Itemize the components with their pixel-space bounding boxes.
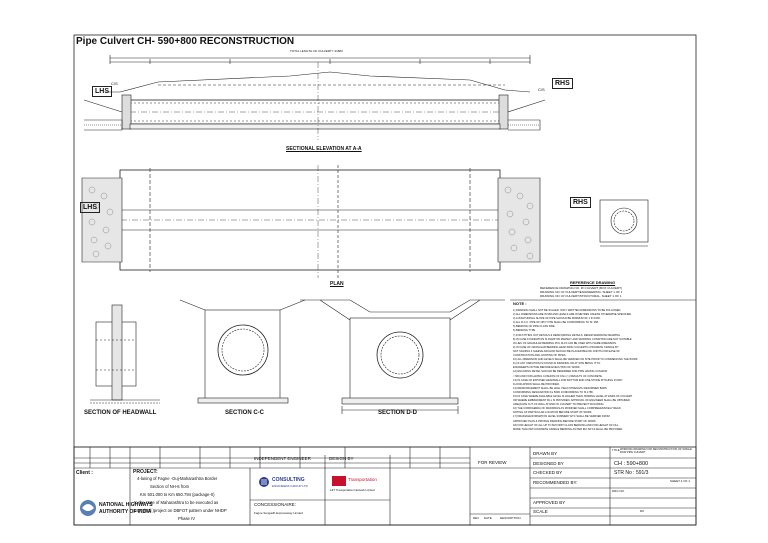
section-dd	[300, 299, 505, 414]
drawing-no-label: DRG NO.	[612, 489, 625, 493]
note-line: FLOOR APRON SHALL BE PROVIDED.	[513, 382, 560, 386]
note-line: 16) THE CORRIGENDA OF DRAWINGS AS MODIFI…	[513, 407, 621, 411]
rev-label: REV	[473, 516, 480, 520]
note-line: 14) REINFORCEMENT SHALL BE HIGH YIELD ST…	[513, 386, 607, 390]
client-name-2: AUTHORITY OF INDIA	[99, 509, 152, 515]
client-label: Client :	[76, 470, 93, 476]
note-line: APPROVED PLAN & PROFILE DRAWING BEFORE S…	[513, 419, 597, 423]
rev-date-label: DATE	[484, 516, 492, 520]
drawn-by-label: DRAWN BY	[533, 451, 558, 456]
note-line: ENGINEER'S NOTICE BEFORE EXECUTION OF WO…	[513, 366, 581, 370]
note-line: OR WHERE EMBANKMENT FILL IS PROVIDED, AP…	[513, 399, 630, 403]
note-line: 10) ALL DIMENSION AND LEVELS SHALL BE VE…	[513, 358, 639, 362]
section-dd-title: SECTION D-D	[378, 410, 417, 416]
checked-by-label: CHECKED BY	[533, 470, 563, 475]
sectional-elevation	[83, 55, 546, 140]
note-line: NOTING OF PARTICULAR LOCATION BEFORE STA…	[513, 411, 593, 415]
concessionaire-label: CONCESSIONAIRE:	[254, 502, 297, 507]
scale-label: SCALE	[533, 509, 548, 514]
title-block-lines	[73, 446, 697, 526]
consultant-name: CONSULTING	[272, 477, 305, 483]
note-line: 5) BEDDING OF PIPE CLASS FIRE.	[513, 325, 556, 329]
note-line: 6) BEDDING TYPE	[513, 329, 536, 333]
transport-logo	[332, 476, 346, 486]
note-line: 9) IN CASE OF GRANULAR BEDDING HEAD RING…	[513, 345, 619, 349]
rhs-label-plan: RHS	[570, 197, 591, 208]
note-line: IN LIEU OF GRANULAR BEDDING PCC M-15 CAN…	[513, 341, 617, 345]
note-line: CONFORMING DESIGNATION Fe 500D CONFORMIN…	[513, 390, 594, 394]
elevation-section-title: SECTIONAL ELEVATION AT A-A	[286, 146, 362, 152]
project-line: 4-laning of Fagne -Guj-Maharashtra Borde…	[137, 476, 218, 481]
lhs-label-plan: LHS	[80, 202, 100, 213]
title-value: WORKING DRAWING FOR RECONSTRUCTION OF SI…	[620, 448, 692, 454]
notes-list: 1) DRAWING SHALL NOT BE SCALED. ONLY WRI…	[513, 309, 693, 432]
notes-title: NOTE :	[513, 301, 527, 306]
note-line: NOT SIGNING 4 SLEEVE ANCHOR SHOULD BE PL…	[513, 349, 620, 353]
note-line: 3) LONGITUDINAL SLOPE OF PIPE SHOULD BE …	[513, 317, 601, 321]
client-name-1: NATIONAL HIGHWAYS	[99, 502, 153, 508]
note-line: 2) ALL DIMENSIONS ARE IN MM AND LEVELS A…	[513, 313, 632, 317]
rev-desc-label: DESCRIPTION	[500, 516, 521, 520]
note-line: 17) DRAINAGE/FORMATION LEVEL SUMMERY ETC…	[513, 415, 610, 419]
consulting-logo	[259, 477, 269, 487]
transport-sub: L&T Transportation Network Limited	[330, 488, 375, 492]
project-label: PROJECT:	[133, 469, 158, 475]
ref-line-1: REFERENCE DRAWING NO. R/ CULVERT (BOX CU…	[540, 286, 622, 290]
drawing-title: Pipe Culvert CH- 590+800 RECONSTRUCTION	[76, 36, 295, 47]
note-line: 11) IF ANY VARIATION IS FOUND IN DRAWING…	[513, 362, 601, 366]
for-review-label: FOR REVIEW	[478, 460, 507, 465]
note-line: ADEQUATE CUT OF WALL AT END OF CULVERT T…	[513, 403, 605, 407]
concessionaire-name: Fagne Songadh Expressway Limited	[254, 511, 303, 515]
note-line: CONSTRUCTION AND JOINTING OF PIPES.	[513, 354, 567, 358]
section-cc	[179, 299, 306, 404]
consultant-sub: ENGINEERS GROUP LTD	[272, 484, 308, 488]
headwall-section	[90, 304, 160, 404]
project-line: BOT (Toll )project on DBFOT pattern unde…	[134, 508, 227, 513]
project-line: Km 501.000 to Km 650.794 (package-II)	[140, 492, 215, 497]
transport-name: Transportation	[348, 477, 377, 482]
nhai-logo	[80, 500, 96, 516]
total-length-label: TOTAL LENGTH OF CULVERT= 31860	[290, 49, 343, 53]
note-line: 13) IN CASE OF EXPOSED HEADWALL FOR BOTT…	[513, 378, 623, 382]
note-line: 4) ALL R.C.C. PIPE OF NP4 TYPE SHALL BE …	[513, 321, 599, 325]
note-line: 8) IN CASE FOUNDATION IS DAMP OR MARSHY …	[513, 337, 632, 341]
note-line: 18) FOR HEIGHT OF ALL UP TO 6M FIRST CLA…	[513, 423, 619, 427]
ref-line-2: DRAWING NO: R/ CULVERT/ENGINEERING, SHEE…	[540, 290, 623, 294]
plan-view	[81, 165, 649, 278]
note-line: 15) IN CASE WHERE AVAILABLE LEVEL IS HIG…	[513, 394, 633, 398]
title-label: TITLE	[612, 448, 620, 452]
ref-line-3: DRAWING NO: R/ CULVERT/STRUCTURAL, SHEET…	[540, 294, 622, 298]
design-by-label: DESIGN BY	[329, 456, 354, 461]
designed-by-label: DESIGNED BY	[533, 461, 564, 466]
project-line: Phase IV	[178, 516, 195, 521]
lhs-label-elevation: LHS	[92, 86, 112, 97]
headwall-title: SECTION OF HEADWALL	[84, 410, 157, 416]
note-line: 12) ENCASING DETAIL SHOULD BE REFERRED F…	[513, 370, 608, 374]
note-line: < 600 AND FOR HAVING CUSHION OF 0.6m (>)…	[513, 374, 603, 378]
independent-engineer-label: INDEPENDENT ENGINEER	[254, 456, 311, 461]
sheet-number: SHEET 1 OF 1	[670, 479, 690, 483]
project-line: In the state of Maharashtra to be execut…	[134, 500, 219, 505]
cs-right: C/S	[538, 87, 545, 92]
cs-left: C/S	[111, 81, 118, 86]
note-line: MORE THAN 6M CONCRETE CRADLE BEDDING AS …	[513, 427, 623, 431]
revision-value: R0	[640, 509, 644, 513]
plan-title: PLAN	[330, 281, 344, 287]
chainage: CH : 590+800	[614, 461, 649, 467]
rhs-label-elevation: RHS	[552, 78, 573, 89]
note-line: 7) FOR FITTING OUT DETAILS & REINFORCING…	[513, 333, 621, 337]
structure-number: STR No : 591/3	[614, 470, 649, 476]
reference-drawing-title: REFERENCE DRAWING	[570, 280, 616, 285]
section-cc-title: SECTION C-C	[225, 410, 264, 416]
project-line: Section of NH-6 from	[150, 484, 190, 489]
approved-by-label: APPROVED BY	[533, 500, 566, 505]
recommended-by-label: RECOMMENDED BY:	[533, 480, 578, 485]
note-line: 1) DRAWING SHALL NOT BE SCALED. ONLY WRI…	[513, 309, 622, 312]
